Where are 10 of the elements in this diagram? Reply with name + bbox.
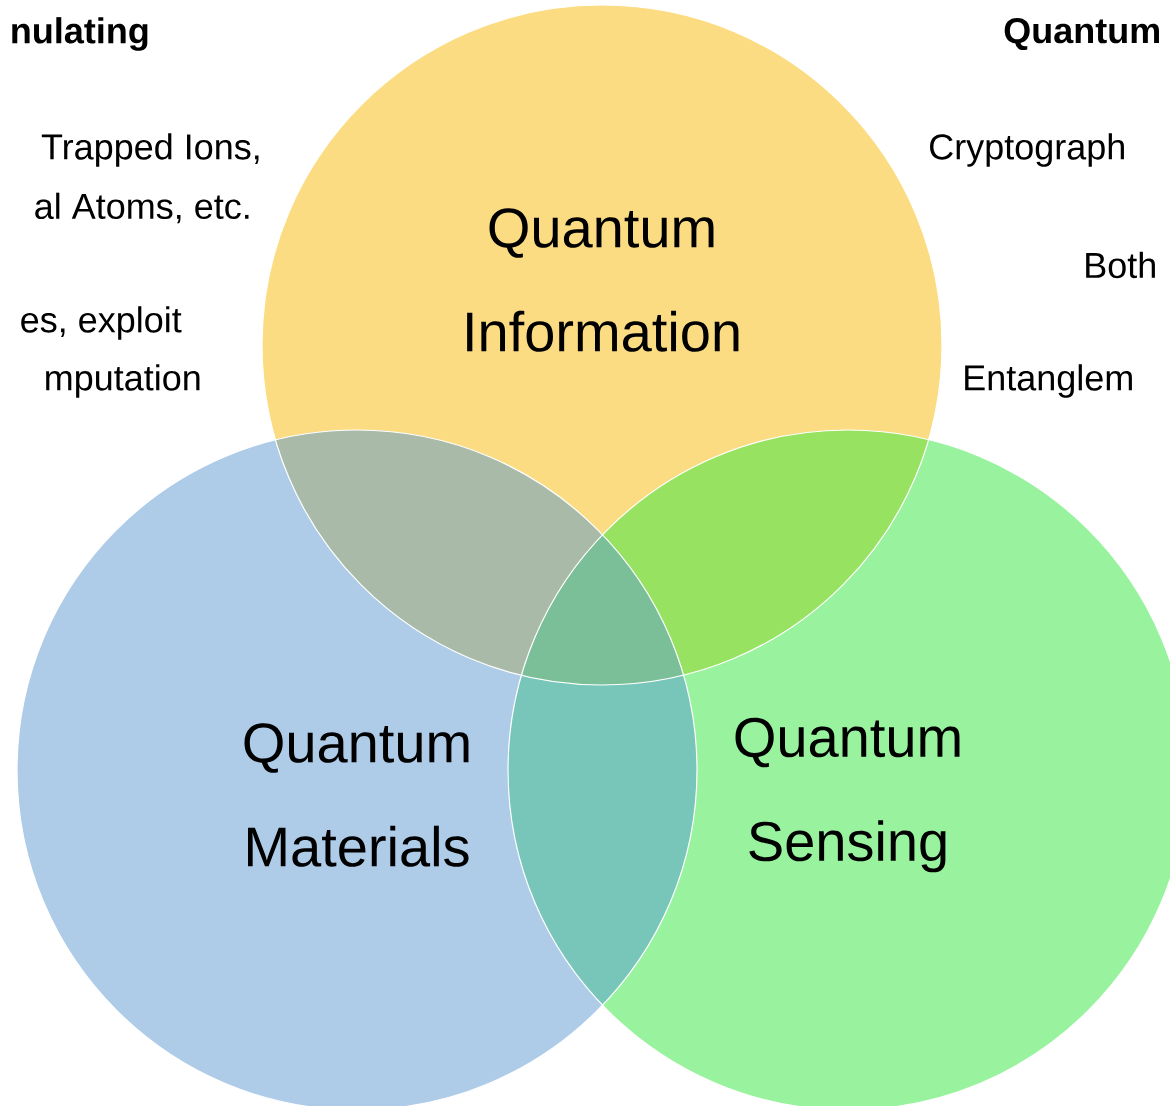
note-text: Both	[1086, 251, 1155, 279]
note-text: Entanglem	[965, 364, 1132, 398]
circle-title: Quantum Information	[467, 208, 739, 352]
note-text: es, exploit	[21, 306, 182, 340]
note-text: Cryptograph	[930, 133, 1124, 167]
heading: nulating	[12, 17, 148, 51]
note-text: mputation	[46, 364, 200, 398]
heading: Quantum	[1004, 17, 1159, 51]
circle-title: Quantum Sensing	[735, 717, 960, 873]
circle-title: Quantum Materials	[244, 723, 469, 867]
